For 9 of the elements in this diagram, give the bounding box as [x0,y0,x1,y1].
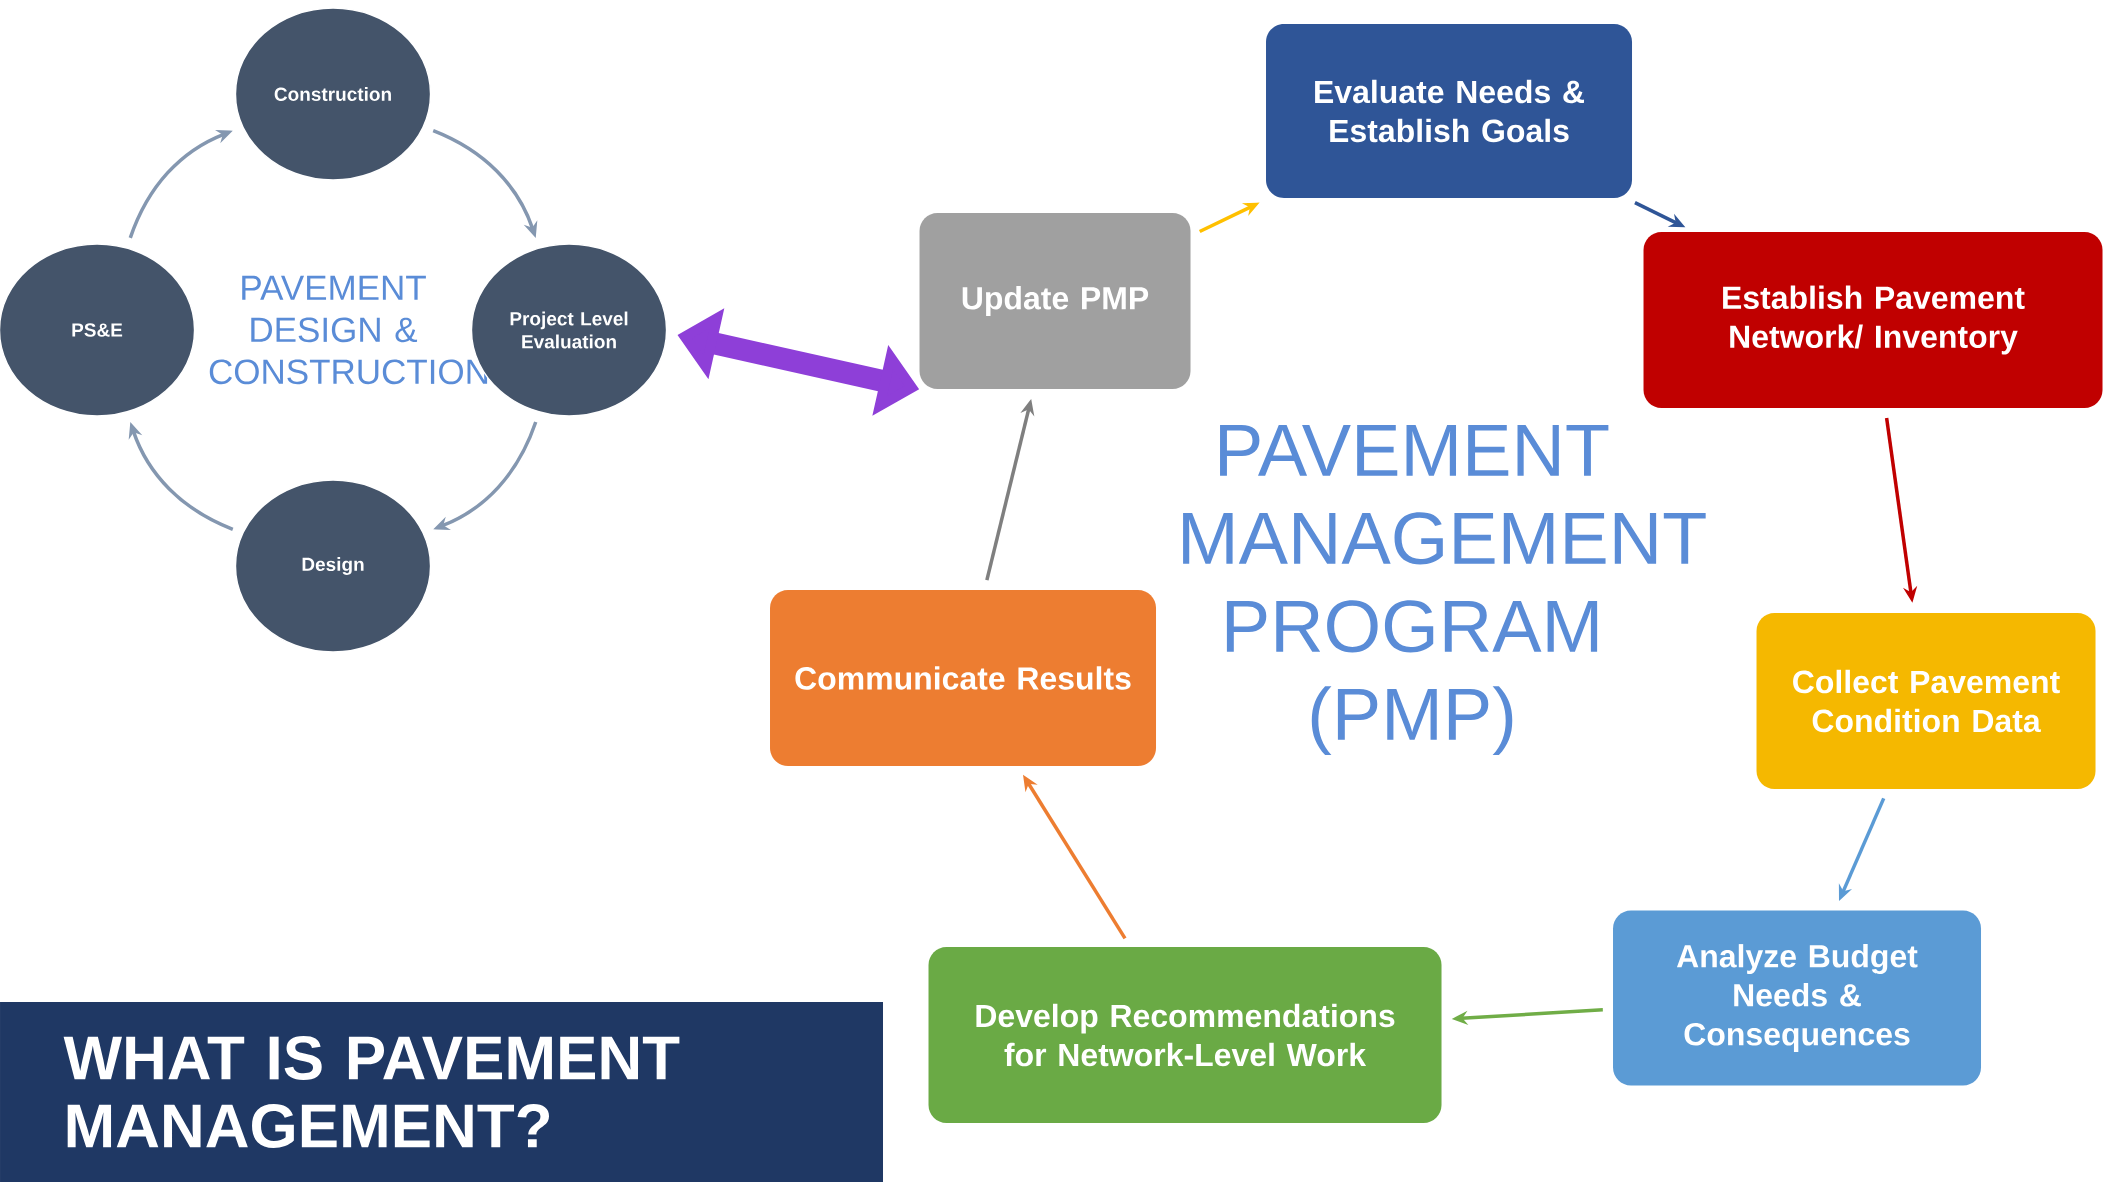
process-box: Collect Pavement Condition Data [1756,613,2096,789]
process-box: Communicate Results [770,590,1156,766]
process-box: Update PMP [919,213,1191,389]
title: WHAT IS PAVEMENT MANAGEMENT? [63,1036,680,1148]
process-box: Analyze Budget Needs & Consequences [1613,910,1981,1086]
outlined-heading: PAVEMENT MANAGEMENT PROGRAM (PMP) [1183,424,1706,756]
process-box: Develop Recommendations for Network-Level Work [928,947,1442,1123]
process-box: Establish Pavement Network/ Inventory [1643,232,2103,408]
process-box: Evaluate Needs & Establish Goals [1266,24,1632,198]
